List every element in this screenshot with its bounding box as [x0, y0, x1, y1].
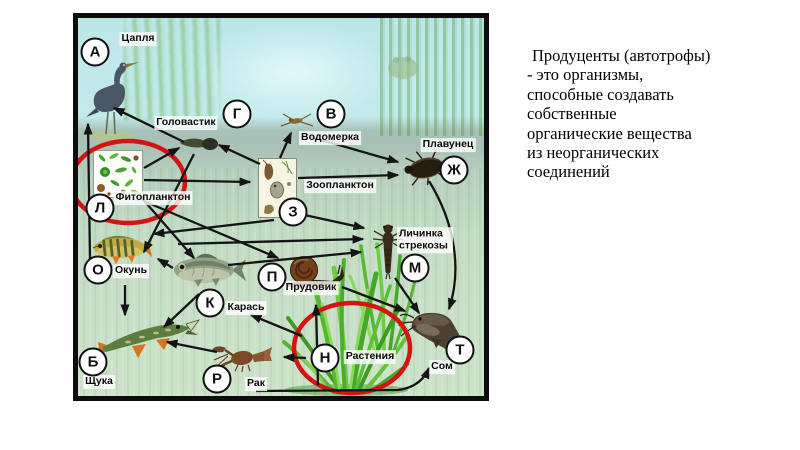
arrow-beetle-catfish — [428, 180, 457, 311]
arrow-plants-carp — [249, 313, 303, 338]
arrow-tadpole-larva — [177, 234, 365, 246]
water-strider-image — [280, 113, 314, 127]
definition-line: способные создавать — [527, 84, 674, 104]
definition-line: Продуценты (автотрофы) — [532, 46, 711, 65]
crayfish-image — [212, 346, 272, 373]
pike-image — [98, 319, 201, 358]
label-pond-snail: Прудовик — [283, 281, 339, 295]
producer-highlight-rings — [78, 138, 413, 396]
arrow-crayfish-pike — [165, 339, 218, 354]
phytoplankton-image — [93, 150, 143, 198]
arrow-phytoplankton-snail — [145, 200, 280, 260]
letter-circle-tadpole: Г — [222, 99, 252, 129]
diagram-graphics — [78, 56, 469, 396]
label-phytoplankton: Фитопланктон — [113, 191, 193, 205]
arrow-phytoplankton-carp — [139, 195, 195, 260]
label-plants: Растения — [343, 350, 397, 364]
label-crucian-carp: Карась — [225, 301, 267, 315]
definition-line: из неорганических — [527, 143, 660, 163]
tadpole-image — [180, 138, 218, 150]
letter-circle-pond-snail: П — [257, 262, 287, 292]
label-dragonfly-larva: Личинка стрекозы — [397, 227, 453, 253]
letter-circle-dragonfly-larva: М — [400, 253, 430, 283]
arrow-carp-pike — [162, 293, 200, 329]
letter-circle-heron: А — [80, 37, 110, 67]
heron-image — [86, 62, 139, 141]
letter-circle-crayfish: Р — [202, 364, 232, 394]
arrow-larva-catfish — [394, 277, 420, 315]
label-zooplankton: Зоопланктон — [304, 179, 376, 193]
food-web-arrows — [83, 106, 457, 393]
label-water-strider: Водомерка — [299, 131, 361, 145]
arrow-zooplankton-perch — [152, 218, 275, 238]
definition-line: соединений — [527, 162, 610, 182]
arrow-tadpole-heron — [112, 106, 185, 144]
frog-image — [388, 56, 418, 79]
arrow-carp-perch — [156, 258, 174, 269]
letter-circle-plants: Н — [310, 343, 340, 373]
letter-circle-crucian-carp: К — [195, 288, 225, 318]
label-heron: Цапля — [119, 32, 157, 46]
arrow-perch-heron — [83, 122, 93, 261]
letter-circle-pike: Б — [78, 347, 108, 377]
highlight-ring-phytoplankton — [78, 138, 188, 226]
arrow-plants-crayfish — [282, 352, 307, 362]
arrow-plants-catfish — [255, 366, 431, 393]
letter-circle-catfish: Т — [445, 335, 475, 365]
arrow-zooplankton-tadpole — [217, 143, 261, 166]
producers-definition: Продуценты (автотрофы) - это организмы, … — [527, 46, 710, 182]
letter-circle-diving-beetle: Ж — [439, 155, 469, 185]
arrow-zooplankton-strider — [278, 131, 293, 159]
food-web-diagram: Цапля Головастик Водомерка Фитопланктон … — [73, 13, 489, 401]
crucian-carp-image — [174, 253, 246, 287]
letter-circle-phytoplankton: Л — [85, 193, 115, 223]
label-pike: Щука — [83, 375, 115, 389]
plants-image — [282, 242, 417, 396]
arrow-snail-catfish — [341, 285, 407, 313]
label-catfish: Сом — [429, 360, 455, 374]
definition-line: органические вещества — [527, 123, 692, 143]
arrow-zooplankton-larva — [299, 212, 366, 231]
label-diving-beetle: Плавунец — [420, 138, 476, 152]
letter-circle-zooplankton: З — [278, 197, 308, 227]
highlight-ring-plants — [291, 300, 413, 396]
arrow-zooplankton-beetle — [297, 170, 400, 180]
definition-line: собственные — [527, 104, 617, 124]
pond-scene: Цапля Головастик Водомерка Фитопланктон … — [78, 18, 484, 396]
arrow-phytoplankton-zooplankton — [143, 177, 252, 187]
definition-line: - это организмы, — [527, 65, 644, 85]
letter-circle-water-strider: В — [316, 99, 346, 129]
letter-circle-perch: О — [83, 255, 113, 285]
label-crayfish: Рак — [245, 377, 267, 391]
arrow-carp-larva — [227, 248, 363, 267]
label-tadpole: Головастик — [154, 116, 218, 130]
dragonfly-larva-image — [372, 224, 404, 280]
label-perch: Окунь — [112, 264, 150, 278]
arrow-phytoplankton-tadpole — [143, 147, 181, 169]
